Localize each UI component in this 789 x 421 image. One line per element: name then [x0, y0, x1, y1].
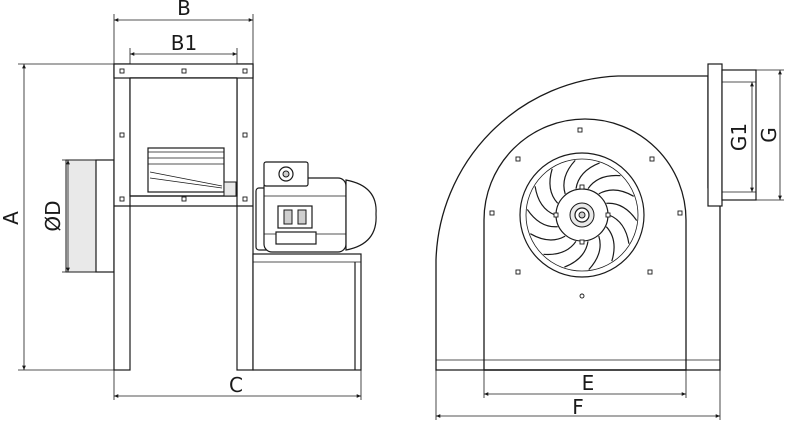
impeller-blade [588, 235, 601, 271]
impeller-blade [564, 241, 589, 268]
dim-d-label: ØD [41, 200, 65, 231]
front-plate [483, 118, 687, 371]
right-side-plate [236, 63, 254, 371]
impeller-blade [563, 159, 576, 195]
impeller-blade [534, 186, 556, 216]
impeller-blade [575, 162, 600, 189]
impeller-blade [530, 233, 566, 241]
impeller-blade [605, 226, 615, 262]
dim-a-label: A [0, 211, 23, 225]
left-side-plate [113, 63, 131, 371]
dim-e-label: E [582, 371, 595, 395]
motor-pedestal [252, 253, 362, 371]
impeller-blade [526, 209, 558, 228]
electric-motor [255, 161, 377, 253]
dim-c-label: C [229, 373, 243, 397]
front-view: E F G1 G [435, 63, 784, 420]
inlet-collar [95, 159, 115, 273]
impeller-blade [549, 168, 559, 204]
dim-b1-label: B1 [171, 31, 197, 55]
plate-holes [489, 127, 683, 299]
side-view: B B1 A ØD C [0, 0, 377, 400]
impeller-blade [587, 174, 621, 190]
impeller-section [147, 147, 237, 197]
impeller-blade [606, 202, 638, 221]
dim-g1-label: G1 [727, 123, 751, 151]
dim-g-label: G [757, 127, 781, 143]
dim-f-label: F [572, 395, 584, 419]
outlet-flange-front [707, 63, 723, 207]
impeller-front [519, 152, 645, 278]
flange-bolt-holes [119, 68, 248, 202]
impeller-blade [608, 214, 630, 244]
impeller-blade [598, 189, 634, 197]
dim-b-label: B [177, 0, 191, 20]
impeller-blade [543, 240, 577, 256]
